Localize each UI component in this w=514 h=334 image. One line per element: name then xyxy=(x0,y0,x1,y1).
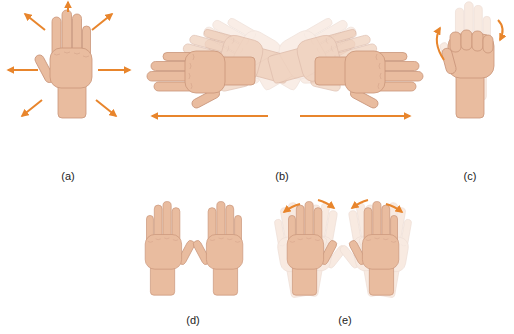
hand-waving xyxy=(287,202,338,296)
hand-open xyxy=(192,202,243,296)
panel-label: (d) xyxy=(186,314,199,327)
panel-label: (a) xyxy=(61,170,74,183)
hand-lateral xyxy=(315,51,423,110)
fist xyxy=(441,30,494,118)
motion-ghost xyxy=(270,198,415,301)
panel-label: (e) xyxy=(338,314,351,327)
panel-label: (b) xyxy=(275,170,288,183)
panel-label: (c) xyxy=(464,170,477,183)
curl-arrows xyxy=(437,20,503,60)
spread-arrows xyxy=(8,2,130,116)
hand-spread xyxy=(33,10,92,118)
hand-open xyxy=(145,202,196,296)
hand-waving xyxy=(348,202,399,296)
wave-arrows xyxy=(284,200,402,212)
move-arrows xyxy=(152,115,410,117)
hand-lateral xyxy=(147,51,255,110)
